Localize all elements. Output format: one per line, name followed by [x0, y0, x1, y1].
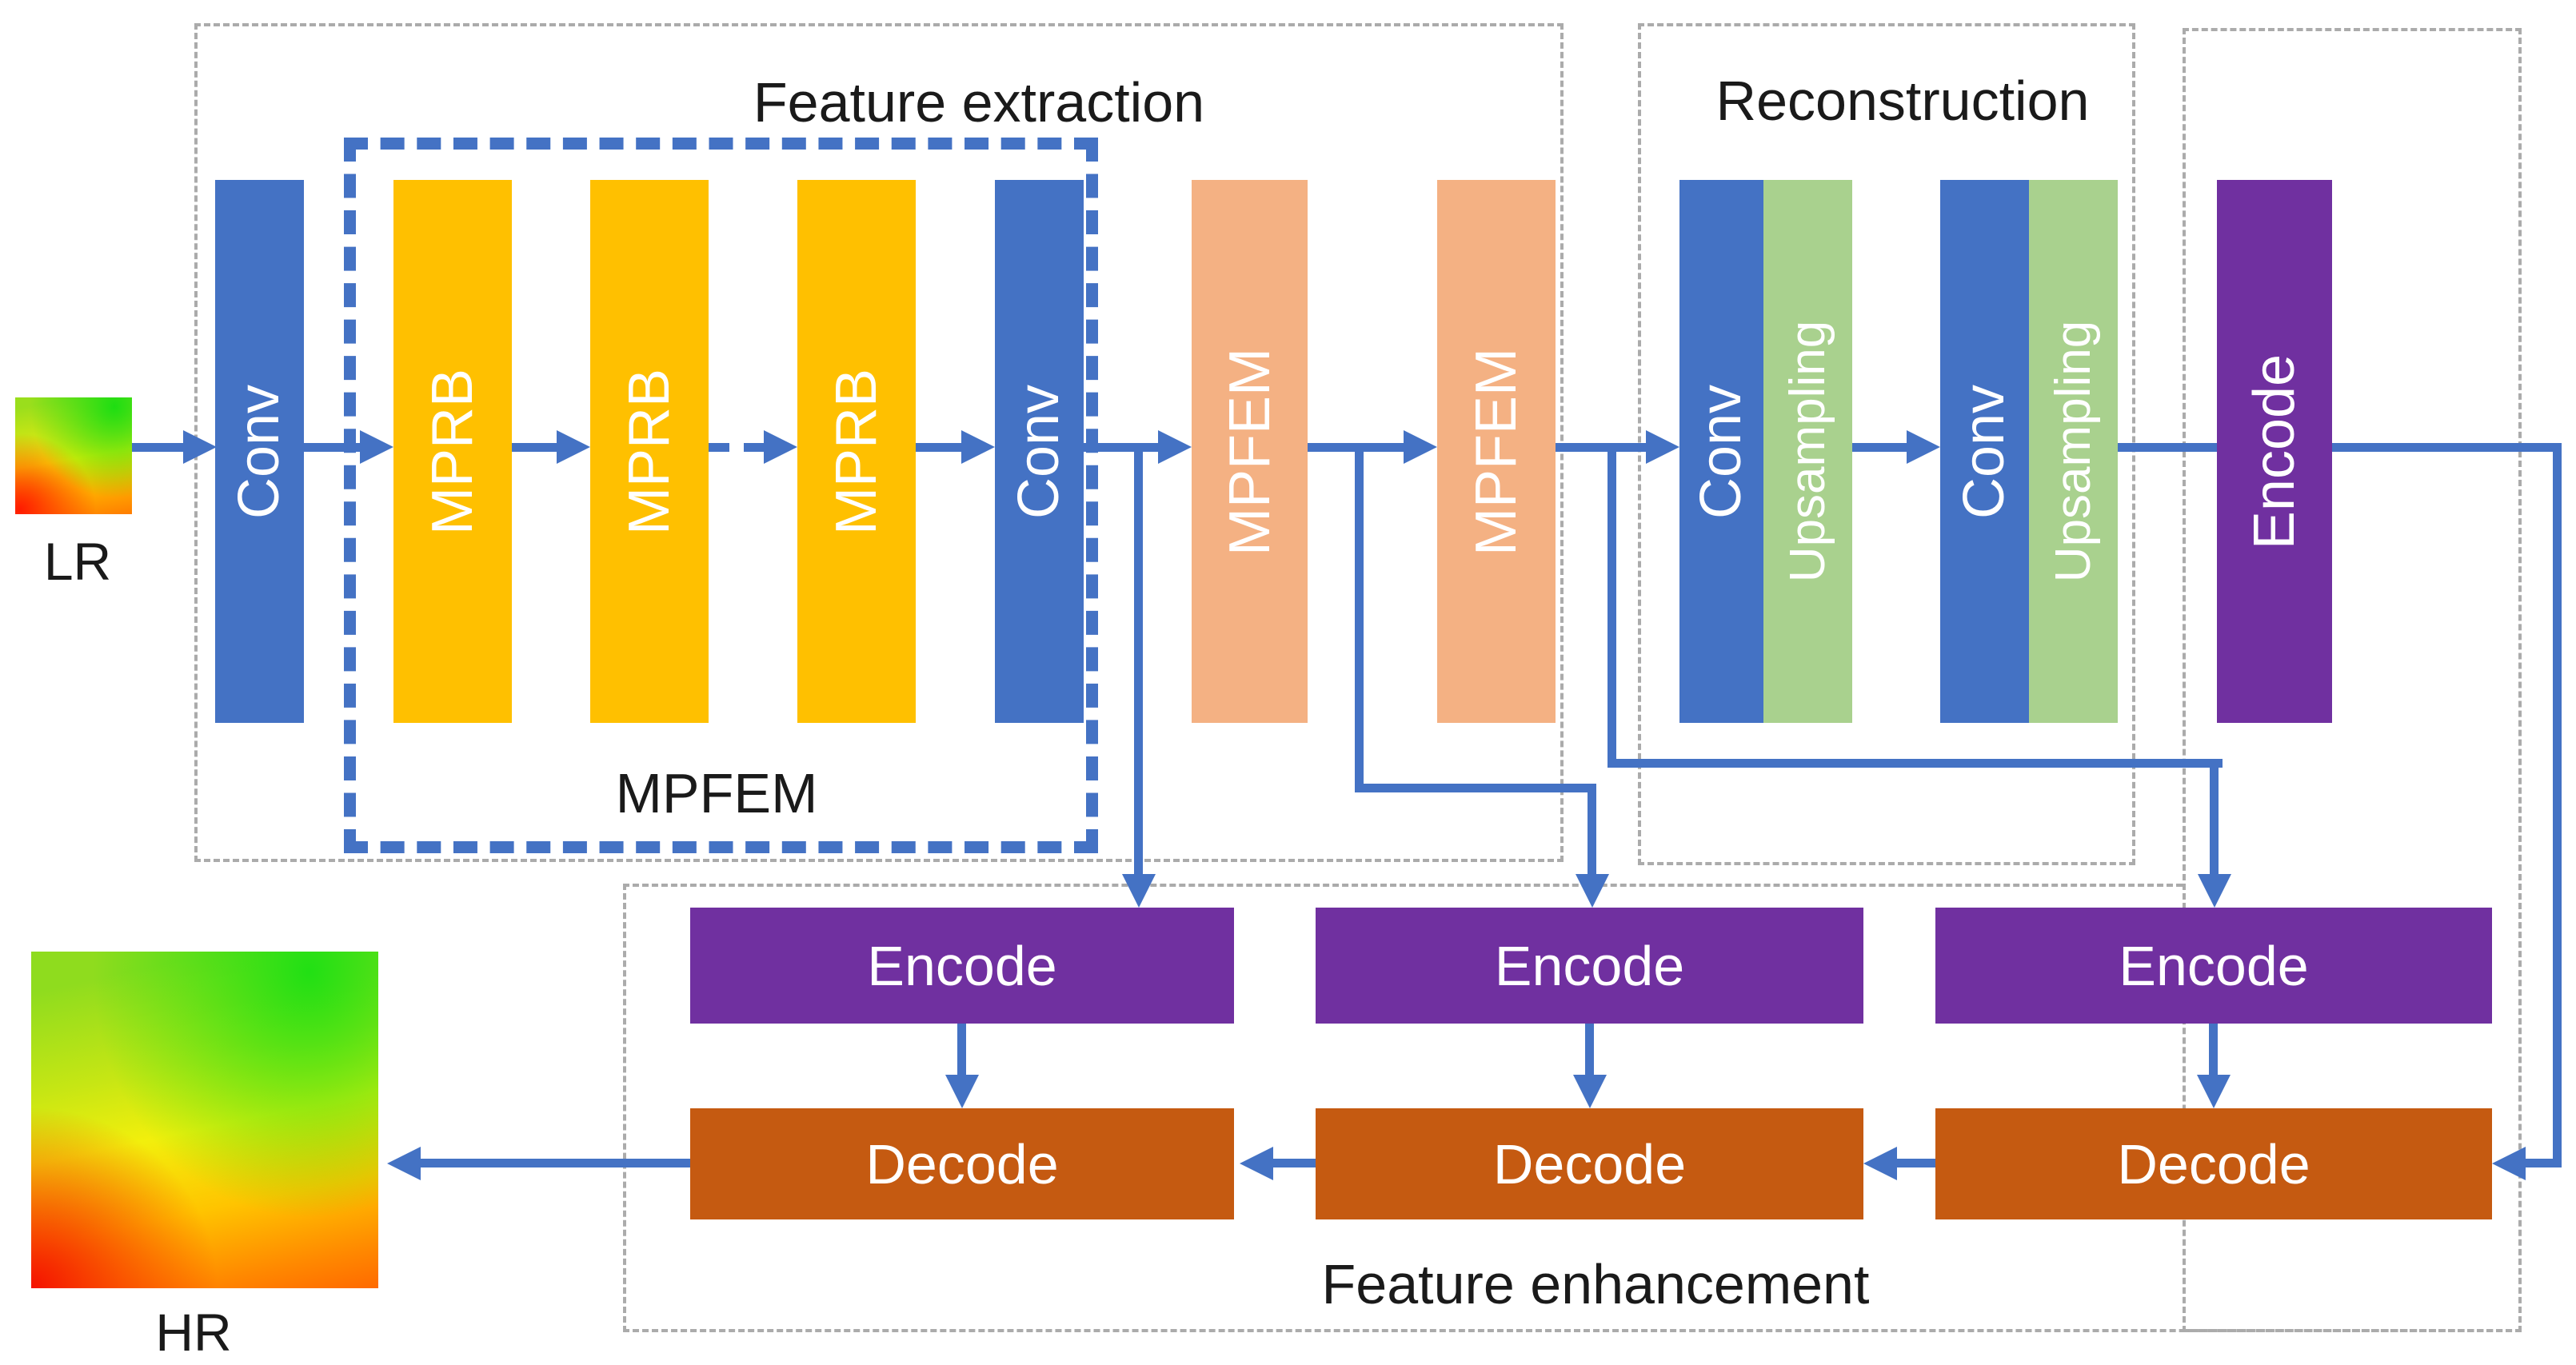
bar-conv-2-label: Conv [1007, 384, 1072, 519]
arrow-mprb2-to-mprb3-head [764, 430, 797, 464]
arrow-upsampling1-to-conv4 [1852, 443, 1907, 452]
decode-block-1-label: Decode [865, 1132, 1059, 1195]
bar-upsampling-2-label: Upsampling [2046, 320, 2102, 583]
arrow-conv2-to-mpfem1-head [1158, 430, 1192, 464]
arrow-encode2-to-decode2 [1585, 1024, 1594, 1076]
arrow-conv1-to-mprb1-head [360, 430, 393, 464]
arrow-decode2-to-decode1 [1273, 1159, 1316, 1167]
right-loop-vertical [2553, 443, 2562, 1167]
branch-c-vertical-2 [2210, 759, 2219, 874]
branch-b-head [1576, 874, 1609, 908]
bar-upsampling-1: Upsampling [1763, 180, 1852, 723]
arrow-mpfem2-to-conv3-head [1646, 430, 1679, 464]
mpfem-module-label: MPFEM [615, 762, 818, 824]
right-loop-head [2492, 1147, 2526, 1180]
arrow-mprb3-to-conv2 [916, 443, 961, 452]
arrow-encode1-to-decode1-head [945, 1075, 979, 1108]
branch-b-vertical-2 [1588, 784, 1596, 874]
bar-conv-4-label: Conv [1952, 384, 2017, 519]
arrow-mpfem2-to-conv3 [1556, 443, 1646, 452]
bar-mprb-1-label: MPRB [421, 368, 485, 535]
bar-mpfem-1-label: MPFEM [1217, 347, 1282, 556]
feature-enhancement-box-top-edge [623, 884, 2183, 887]
decode-block-3-label: Decode [2117, 1132, 2310, 1195]
arrow-upsampling1-to-conv4-head [1907, 430, 1940, 464]
bar-conv-4: Conv [1940, 180, 2029, 723]
bar-encode-top-label: Encode [2243, 353, 2307, 549]
bar-mpfem-1: MPFEM [1192, 180, 1308, 723]
bar-mprb-3: MPRB [797, 180, 916, 723]
encode-block-2: Encode [1316, 908, 1863, 1024]
branch-a-vertical [1134, 443, 1143, 874]
hr-output-image [31, 952, 378, 1288]
bar-mprb-3-label: MPRB [825, 368, 889, 535]
arrow-mprb3-to-conv2-head [961, 430, 995, 464]
arrow-mprb2-to-mprb3-dashed [709, 443, 764, 452]
right-loop-horizontal-2 [2526, 1159, 2562, 1167]
bar-conv-2: Conv [995, 180, 1084, 723]
encode-block-1-label: Encode [867, 934, 1057, 997]
encode-block-3-label: Encode [2119, 934, 2309, 997]
arrow-encode2-to-decode2-head [1573, 1075, 1607, 1108]
encode-block-1: Encode [690, 908, 1234, 1024]
bar-mprb-2: MPRB [590, 180, 709, 723]
decode-block-2-label: Decode [1492, 1132, 1687, 1195]
arrow-encode3-to-decode3-head [2197, 1075, 2231, 1108]
arrow-decode1-to-hr [421, 1159, 690, 1167]
branch-c-vertical-1 [1608, 443, 1616, 768]
reconstruction-title: Reconstruction [1715, 70, 2090, 132]
feature-enhancement-box [623, 884, 2522, 1332]
arrow-decode3-to-decode2-head [1863, 1147, 1897, 1180]
arrow-decode2-to-decode1-head [1240, 1147, 1273, 1180]
arrow-mprb1-to-mprb2 [512, 443, 557, 452]
lr-label: LR [43, 532, 112, 591]
line-upsampling2-to-right-edge [2118, 443, 2562, 452]
mpfem-module-box [344, 138, 1098, 853]
bar-upsampling-2: Upsampling [2029, 180, 2118, 723]
hr-label: HR [155, 1303, 232, 1362]
decode-block-1: Decode [690, 1108, 1234, 1219]
bar-mpfem-2-label: MPFEM [1464, 347, 1529, 556]
branch-b-vertical-1 [1355, 443, 1364, 792]
encode-block-3: Encode [1935, 908, 2492, 1024]
decode-block-2: Decode [1316, 1108, 1863, 1219]
arrow-decode1-to-hr-head [387, 1147, 421, 1180]
arrow-conv1-to-mprb1 [304, 443, 360, 452]
bar-encode-top: Encode [2217, 180, 2332, 723]
arrow-mpfem1-to-mpfem2-head [1404, 430, 1437, 464]
branch-c-horizontal [1608, 759, 2223, 768]
bar-conv-1-label: Conv [227, 384, 292, 519]
bar-conv-3: Conv [1679, 180, 1763, 723]
branch-b-horizontal [1355, 784, 1596, 792]
encode-block-2-label: Encode [1494, 934, 1685, 997]
arrow-encode3-to-decode3 [2209, 1024, 2218, 1076]
bar-conv-1: Conv [215, 180, 304, 723]
bar-upsampling-1-label: Upsampling [1780, 320, 1836, 583]
feature-enhancement-title: Feature enhancement [1321, 1253, 1870, 1315]
arrow-lr-to-conv1 [132, 443, 183, 452]
arrow-encode1-to-decode1 [957, 1024, 966, 1076]
branch-a-head [1122, 874, 1156, 908]
feature-extraction-title: Feature extraction [753, 71, 1205, 134]
lr-input-image [15, 397, 132, 514]
arrow-decode3-to-decode2 [1897, 1159, 1935, 1167]
bar-mpfem-2: MPFEM [1437, 180, 1556, 723]
bar-mprb-1: MPRB [393, 180, 512, 723]
arrow-conv2-to-mpfem1 [1084, 443, 1158, 452]
bar-conv-3-label: Conv [1689, 384, 1754, 519]
arrow-lr-to-conv1-head [183, 430, 217, 464]
bar-mprb-2-label: MPRB [617, 368, 681, 535]
branch-c-head [2198, 874, 2231, 908]
decode-block-3: Decode [1935, 1108, 2492, 1219]
arrow-mprb1-to-mprb2-head [557, 430, 590, 464]
